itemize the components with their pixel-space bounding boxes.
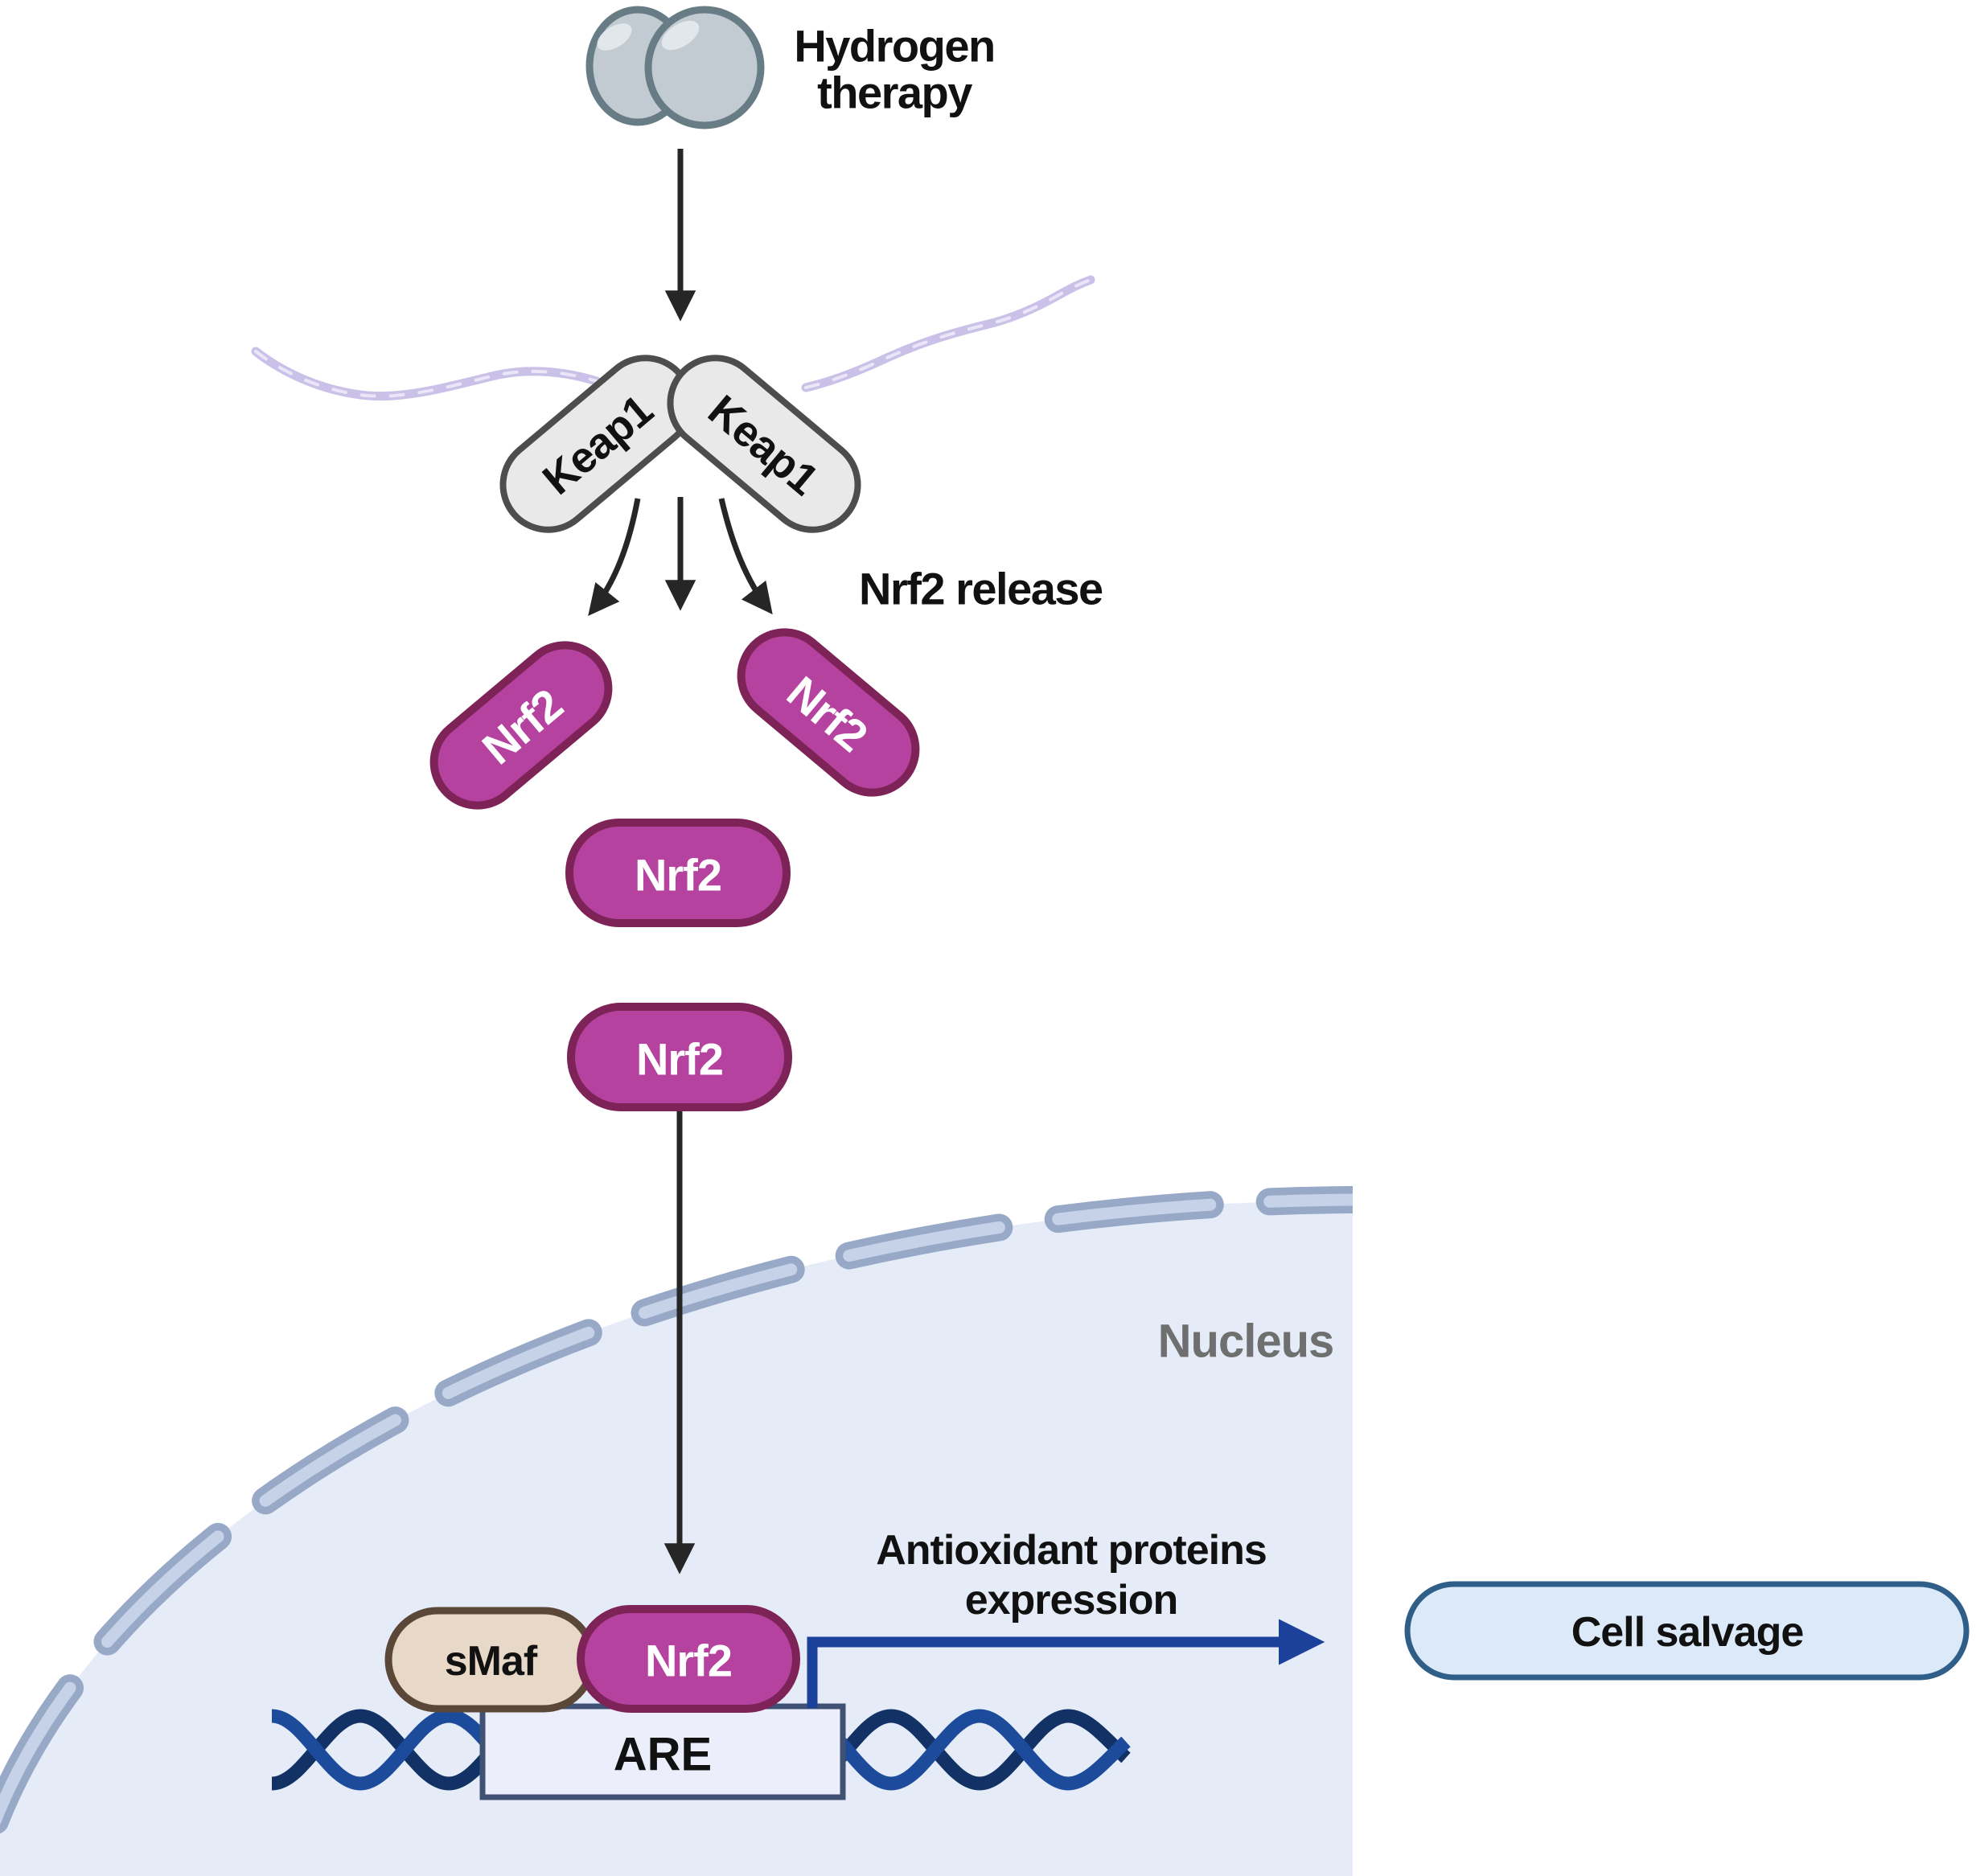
hydrogen-title-line2: therapy bbox=[817, 68, 972, 118]
nrf2-pill-nuclear: Nrf2 bbox=[577, 1605, 800, 1713]
keap1-tendrils bbox=[251, 275, 1095, 401]
expression-caption-line1: Antioxidant proteins bbox=[876, 1527, 1267, 1574]
nrf2-label: Nrf2 bbox=[636, 1034, 723, 1085]
nrf2-pill-tilted-right: Nrf2 bbox=[737, 628, 920, 797]
cell-salvage-node: Cell salvage bbox=[1404, 1581, 1970, 1681]
nucleus-label: Nucleus bbox=[1158, 1316, 1334, 1368]
release-arrow-right bbox=[718, 498, 773, 615]
expression-caption: Antioxidant proteins expression bbox=[876, 1527, 1267, 1624]
hydrogen-therapy-title: Hydrogen therapy bbox=[794, 21, 996, 118]
expression-caption-line2: expression bbox=[965, 1577, 1178, 1624]
nrf2-release-label: Nrf2 release bbox=[859, 564, 1103, 614]
are-label: ARE bbox=[614, 1729, 712, 1781]
nrf2-pill-middle: Nrf2 bbox=[565, 819, 791, 927]
cell-salvage-label: Cell salvage bbox=[1571, 1609, 1804, 1656]
nrf2-pill-tilted-left: Nrf2 bbox=[429, 641, 613, 810]
hydrogen-molecule-icon bbox=[585, 6, 765, 129]
nucleus-body bbox=[0, 1200, 1353, 1876]
nucleus-region bbox=[0, 1186, 1353, 1876]
hydrogen-title-line1: Hydrogen bbox=[794, 21, 994, 72]
nrf2-label: Nrf2 bbox=[635, 850, 721, 901]
keap1-pill-right: Keap1 bbox=[667, 355, 861, 533]
release-arrows bbox=[588, 497, 773, 616]
expression-arrow bbox=[807, 1619, 1325, 1708]
smaf-pill: sMaf bbox=[384, 1607, 597, 1713]
nrf2-pill-lower: Nrf2 bbox=[567, 1003, 792, 1111]
are-box bbox=[479, 1703, 846, 1800]
smaf-label: sMaf bbox=[445, 1638, 538, 1685]
release-arrow-left bbox=[588, 498, 641, 616]
are-element: ARE bbox=[479, 1703, 846, 1800]
nrf2-label: Nrf2 bbox=[645, 1636, 732, 1686]
